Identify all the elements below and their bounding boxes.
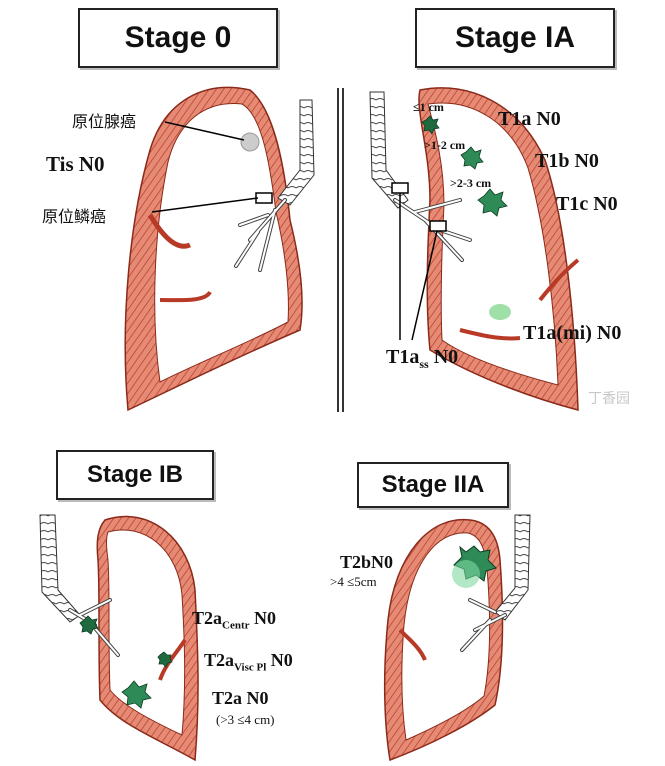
- visc-tail: N0: [266, 650, 293, 670]
- stageIB-t2a: T2a N0: [212, 688, 269, 708]
- stageIIA-size: >4 ≤5cm: [330, 574, 377, 589]
- stage0-title: Stage 0: [78, 8, 278, 68]
- centr-subscript: Centr: [222, 619, 250, 632]
- stageIA-title: Stage IA: [415, 8, 615, 68]
- label-squamous-in-situ: 原位鳞癌: [42, 207, 107, 226]
- t1ass-tail: N0: [428, 346, 459, 368]
- label-adenocarcinoma-in-situ: 原位腺癌: [72, 112, 137, 131]
- stage0-lung: [124, 86, 315, 412]
- stageIA-t1b: T1b N0: [535, 150, 599, 172]
- stageIIA-tnm: T2bN0: [340, 552, 394, 572]
- t1ass-main: T1a: [386, 346, 420, 368]
- stageIB-t2a-centr: T2aCentr N0: [192, 608, 276, 632]
- stageIA-t1a: T1a N0: [498, 108, 561, 130]
- stageIB-title: Stage IB: [56, 450, 214, 500]
- stageIA-t1a-mi: T1a(mi) N0: [523, 322, 622, 344]
- size-2-3cm: >2-3 cm: [450, 176, 492, 190]
- stageIA-t1c: T1c N0: [556, 193, 618, 215]
- t1ass-subscript: ss: [419, 357, 429, 371]
- centr-main: T2a: [192, 608, 223, 628]
- size-le-1cm: ≤1 cm: [413, 100, 444, 114]
- stageIIA-lung: [383, 514, 531, 762]
- visc-subscript: Visc Pl: [234, 661, 267, 674]
- stageIB-lung: [39, 514, 199, 762]
- stageIIA-title: Stage IIA: [357, 462, 509, 508]
- stageIA-t1a-ss: T1ass N0: [386, 346, 458, 372]
- watermark: 丁香园: [588, 391, 630, 407]
- stageIB-size: (>3 ≤4 cm): [216, 712, 275, 727]
- vertical-divider: [337, 88, 344, 412]
- size-1-2cm: >1-2 cm: [424, 138, 466, 152]
- visc-main: T2a: [204, 650, 235, 670]
- stageIA-lung: [369, 87, 580, 411]
- centr-tail: N0: [249, 608, 277, 628]
- stageIB-t2a-visc-pl: T2aVisc Pl N0: [204, 650, 293, 674]
- stage0-tnm: Tis N0: [46, 152, 105, 176]
